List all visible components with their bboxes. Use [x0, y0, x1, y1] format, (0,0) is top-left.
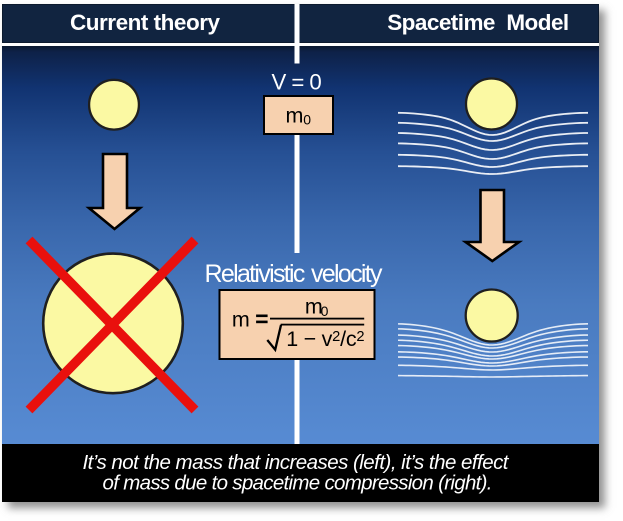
svg-text:Current theory: Current theory: [70, 10, 220, 35]
svg-text:V = 0: V = 0: [272, 69, 322, 94]
svg-text:Relativistic velocity: Relativistic velocity: [205, 260, 384, 288]
svg-text:m: m: [305, 295, 323, 319]
svg-text:m: m: [232, 307, 250, 331]
svg-text:1 − v2/c2: 1 − v2/c2: [286, 327, 364, 351]
svg-text:of mass due to spacetime compr: of mass due to spacetime compression (ri…: [103, 471, 493, 494]
svg-text:0: 0: [303, 112, 311, 128]
svg-text:0: 0: [321, 303, 329, 319]
svg-text:Spacetime Model: Spacetime Model: [387, 10, 569, 35]
svg-text:m: m: [286, 103, 304, 127]
svg-text:It’s not the mass that increas: It’s not the mass that increases (left),…: [83, 451, 510, 474]
